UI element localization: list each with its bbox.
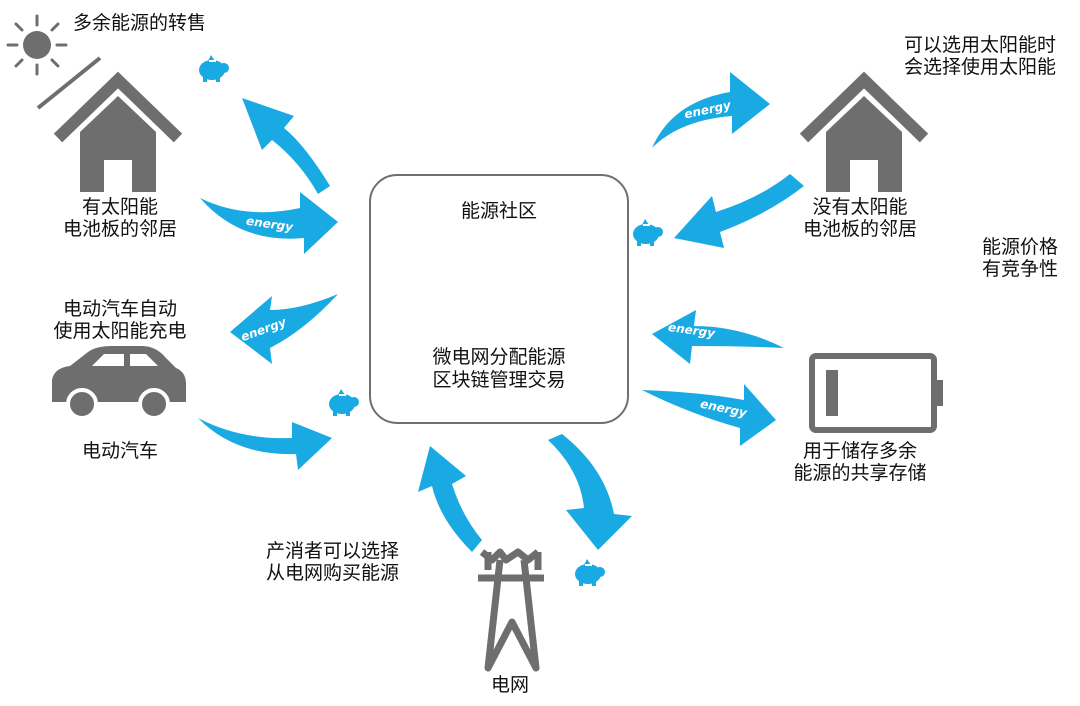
arrow-energy-from-storage [652, 310, 784, 364]
energy-label: energy [667, 320, 717, 341]
community-desc-line2: 区块链管理交易 [432, 369, 566, 391]
label-price-1: 能源价格 [981, 236, 1058, 258]
label-choose-solar-1: 可以选用太阳能时 [903, 34, 1056, 56]
label-ev-auto-1: 电动汽车自动 [62, 298, 177, 320]
piggy-bank-icon [199, 55, 229, 82]
pylon-icon [478, 548, 544, 672]
label-no-solar-neighbor-2: 电池板的邻居 [802, 218, 917, 240]
arrow-community-to-grid [548, 434, 632, 550]
car-icon [52, 346, 186, 420]
label-ev-auto-2: 使用太阳能充电 [53, 320, 187, 342]
arrow-energy-from-solar-neighbor [200, 192, 338, 254]
solar-panel-line [36, 56, 102, 110]
label-solar-neighbor-2: 电池板的邻居 [62, 218, 177, 240]
label-price-2: 有竞争性 [981, 258, 1058, 280]
arrow-energy-to-ev [230, 294, 338, 364]
arrow-to-solar-neighbor [242, 98, 330, 194]
label-prosumer-1: 产消者可以选择 [266, 540, 400, 562]
label-ev: 电动汽车 [81, 440, 158, 462]
house-icon [799, 71, 929, 192]
label-storage-2: 能源的共享存储 [793, 462, 927, 484]
label-solar-neighbor-1: 有太阳能 [81, 196, 158, 218]
arrow-from-ev [198, 418, 332, 470]
energy-label: energy [245, 214, 295, 235]
arrow-energy-to-right-house [652, 72, 770, 148]
community-desc-line1: 微电网分配能源 [432, 346, 566, 368]
label-storage-1: 用于储存多余 [802, 440, 917, 462]
arrow-grid-to-community [418, 446, 482, 552]
battery-icon [809, 353, 943, 433]
piggy-bank-icon [575, 559, 605, 586]
arrow-from-right-house [674, 174, 804, 248]
arrow-energy-to-storage [642, 384, 776, 446]
label-grid: 电网 [490, 674, 529, 696]
label-choose-solar-2: 会选择使用太阳能 [903, 56, 1056, 78]
community-title: 能源社区 [460, 200, 537, 222]
label-prosumer-2: 从电网购买能源 [266, 562, 400, 584]
label-no-solar-neighbor-1: 没有太阳能 [812, 196, 908, 218]
house-icon [53, 71, 183, 192]
piggy-bank-icon [329, 389, 359, 416]
sun-icon [6, 14, 68, 76]
energy-community-box [369, 174, 629, 424]
label-surplus-sale: 多余能源的转售 [73, 12, 207, 34]
piggy-bank-icon [633, 219, 663, 246]
